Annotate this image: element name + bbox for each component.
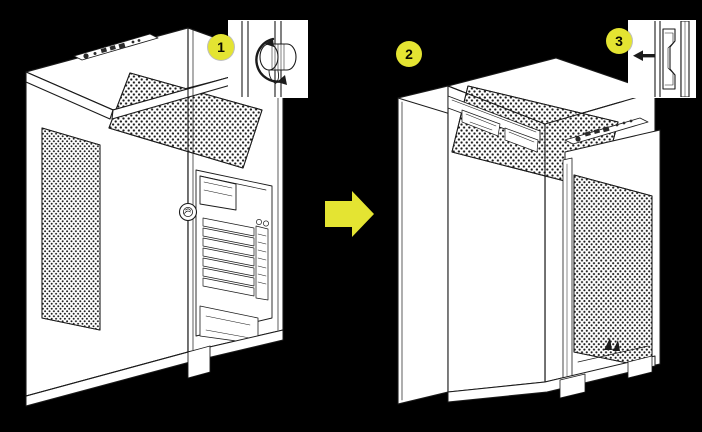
flow-arrow	[325, 191, 374, 237]
case-panel-open-illustration	[397, 57, 661, 405]
led-indicator-icon	[93, 52, 97, 55]
corsair-sails-logo	[604, 338, 620, 351]
rear-thumbscrew	[178, 202, 198, 237]
led-indicator-icon	[615, 123, 619, 127]
rotate-arrow	[255, 37, 285, 83]
push-arrow	[633, 50, 655, 61]
usb-port-icon	[109, 45, 116, 51]
led-indicator-icon	[622, 121, 626, 125]
usb-port-icon	[100, 47, 108, 53]
case-foot-rear	[627, 355, 653, 379]
led-indicator-icon	[137, 39, 141, 42]
rotate-arrow-head	[265, 39, 274, 47]
rear-panel-detail	[195, 169, 273, 345]
front-bezel-rail	[562, 157, 573, 383]
thumbscrew-detail-art	[229, 21, 307, 97]
usb-port-icon	[584, 131, 591, 137]
callout-badge-2[interactable]: 2	[396, 41, 422, 67]
power-button-icon	[575, 136, 581, 142]
panel-latch-detail-art	[629, 21, 695, 97]
inset-detail-panel-latch	[628, 20, 696, 98]
audio-jack-icon	[602, 126, 610, 133]
rotate-arrow-head	[277, 75, 287, 85]
top-front-lip	[25, 71, 114, 120]
top-io-panel	[564, 117, 649, 145]
case-closed-illustration	[25, 27, 284, 407]
audio-jack-icon	[118, 42, 126, 49]
callout-badge-3[interactable]: 3	[606, 28, 632, 54]
led-indicator-icon	[629, 119, 633, 123]
case-foot-front	[559, 373, 586, 399]
callout-badge-1[interactable]: 1	[208, 34, 234, 60]
expansion-slots	[202, 217, 255, 297]
led-indicator-icon	[131, 40, 135, 44]
case-foot-rear	[187, 345, 211, 379]
top-io-panel	[73, 33, 159, 61]
power-button-icon	[83, 53, 89, 59]
usb-port-icon	[593, 128, 601, 134]
inset-detail-thumbscrew	[228, 20, 308, 98]
knurl-lines	[271, 43, 285, 71]
glass-side-panel-open	[397, 85, 449, 405]
